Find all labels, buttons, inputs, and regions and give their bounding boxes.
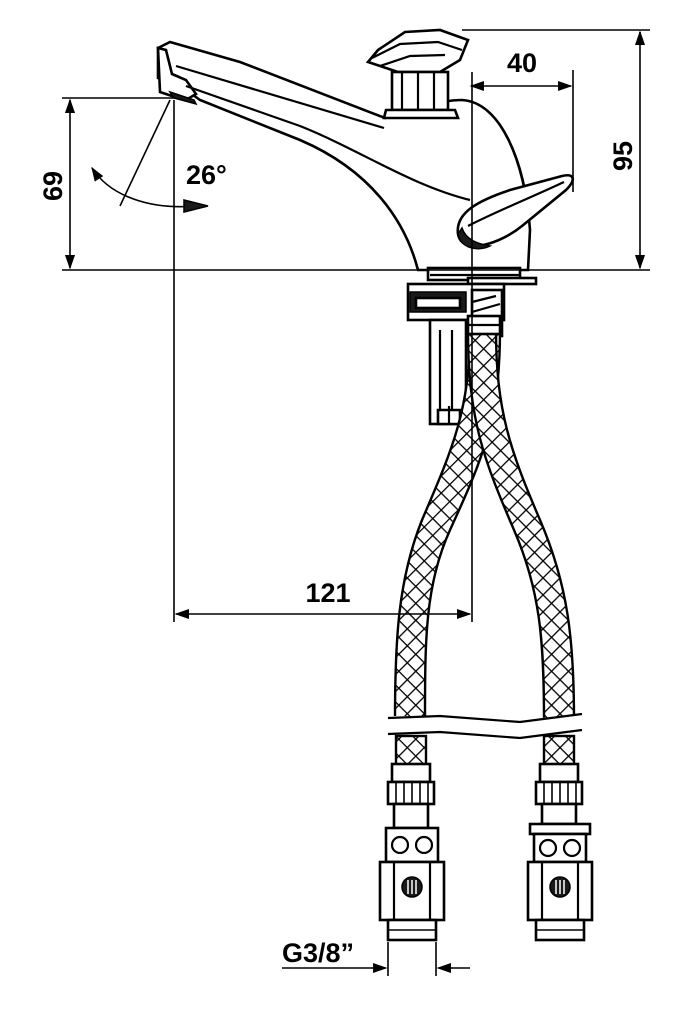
angle-label: 26° — [186, 160, 227, 190]
dimension-label-121: 121 — [305, 578, 350, 608]
cartridge-connector — [406, 282, 506, 426]
right-hose-fitting — [526, 762, 594, 942]
push-button-cap — [365, 28, 470, 120]
dimension-label-69: 69 — [38, 171, 68, 201]
dimension-label-40: 40 — [507, 48, 537, 78]
dimension-lines — [62, 29, 650, 976]
braided-hoses — [387, 314, 583, 768]
left-hose-fitting — [378, 762, 446, 942]
thread-size-label: G3/8” — [282, 938, 354, 968]
dimension-label-95: 95 — [608, 141, 638, 171]
